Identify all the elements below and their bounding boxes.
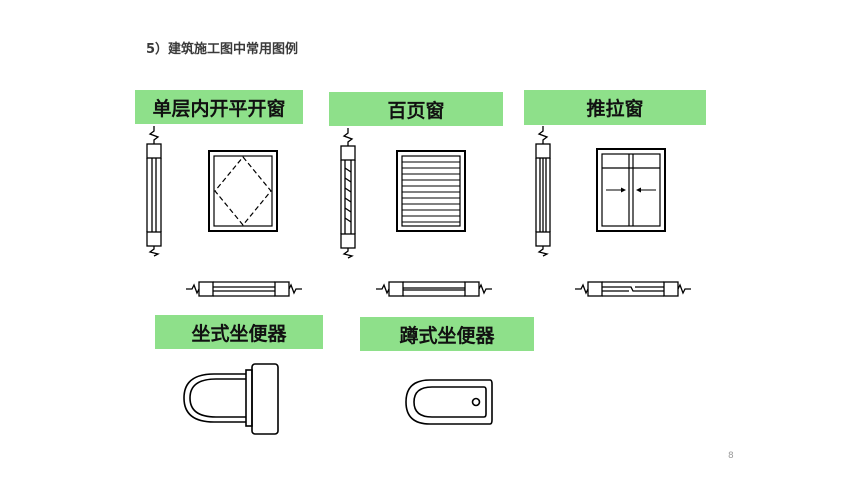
louver-window-section-symbol <box>340 128 356 259</box>
sliding-window-section-symbol <box>535 126 551 257</box>
casement-window-section-symbol <box>146 126 162 257</box>
squat-toilet-symbol <box>405 379 493 425</box>
western-toilet-symbol <box>183 363 279 435</box>
louver-window-elevation-symbol <box>396 150 466 232</box>
casement-window-plan-symbol <box>186 281 302 297</box>
sliding-window-plan-symbol <box>575 281 691 297</box>
casement-window-elevation-symbol <box>208 150 278 232</box>
casement-window-label: 单层内开平开窗 <box>135 90 303 124</box>
louver-window-label: 百页窗 <box>329 92 503 126</box>
western-toilet-label: 坐式坐便器 <box>155 315 323 349</box>
section-heading: 5）建筑施工图中常用图例 <box>146 42 299 57</box>
louver-window-plan-symbol <box>376 281 492 297</box>
sliding-window-label: 推拉窗 <box>524 90 706 125</box>
page-number: 8 <box>728 451 734 461</box>
squat-toilet-label: 蹲式坐便器 <box>360 317 534 351</box>
sliding-window-elevation-symbol <box>596 148 666 232</box>
